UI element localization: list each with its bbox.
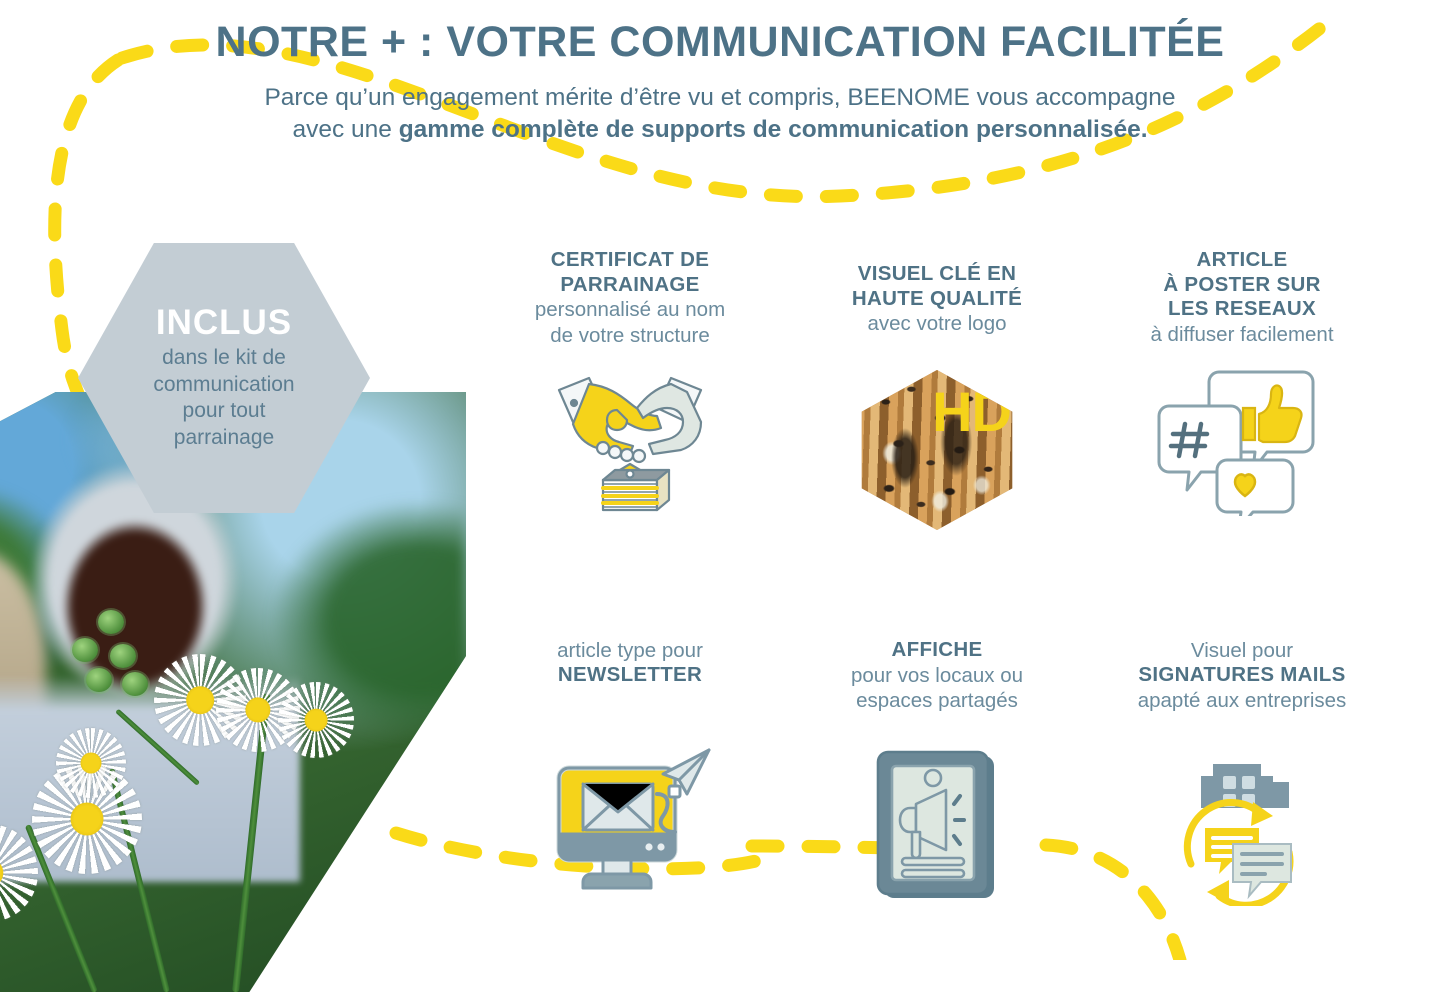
benefit-item-certificat-de-parrainage: CERTIFICAT DE PARRAINAGE personnalisé au… — [480, 248, 780, 516]
page-title: NOTRE + : VOTRE COMMUNICATION FACILITÉE — [215, 18, 1225, 66]
hashtag-glyph — [1168, 421, 1210, 459]
arrow-head-top — [1251, 802, 1273, 826]
inclus-line-4: parrainage — [173, 425, 275, 449]
hd-photo-hexagon: HD — [852, 370, 1022, 530]
benefit-title-line-2: À POSTER SUR — [1163, 272, 1321, 296]
benefit-item-article-a-poster-sur-les-reseaux: ARTICLE À POSTER SUR LES RESEAUX à diffu… — [1092, 248, 1392, 516]
chat-bubble-grey — [1232, 843, 1292, 900]
heart-glyph — [1233, 473, 1257, 498]
daisy-flower — [278, 682, 354, 758]
benefit-desc-top: article type pour — [557, 639, 703, 662]
hd-overlay-label: HD — [932, 380, 1012, 443]
inclus-badge-subtitle: dans le kit de communication pour tout p… — [153, 345, 294, 451]
inclus-badge-title: INCLUS — [155, 302, 293, 342]
page-subtitle: Parce qu’un engagement mérite d’être vu … — [0, 82, 1440, 147]
benefits-grid: CERTIFICAT DE PARRAINAGE personnalisé au… — [480, 240, 1420, 940]
benefit-desc-line-1: avec votre logo — [867, 312, 1007, 336]
benefit-title-line-1: CERTIFICAT DE — [550, 248, 710, 271]
handshake-beehive-icon — [545, 356, 715, 516]
benefit-desc-line-1: pour vos locaux ou — [850, 663, 1024, 687]
benefit-desc-line-1: personnalisé au nom — [534, 298, 726, 322]
subtitle-line-2-strong: gamme complète de supports de communicat… — [398, 116, 1148, 144]
subtitle-line-2: avec une gamme complète de supports de c… — [0, 114, 1440, 146]
benefit-label: ARTICLE À POSTER SUR LES RESEAUX à diffu… — [1092, 248, 1392, 356]
benefit-item-visuel-cle-haute-qualite: VISUEL CLÉ EN HAUTE QUALITÉ avec votre l… — [787, 262, 1087, 530]
building-chat-refresh-icon — [1157, 746, 1327, 906]
benefit-title-line-2: PARRAINAGE — [560, 272, 700, 296]
subtitle-line-2-prefix: avec une — [292, 116, 399, 144]
thumbs-up-glyph — [1241, 384, 1303, 444]
benefit-label: VISUEL CLÉ EN HAUTE QUALITÉ avec votre l… — [787, 262, 1087, 370]
benefit-title-line-1: ARTICLE — [1196, 248, 1288, 271]
daisy-flower — [56, 728, 126, 798]
monitor-email-send-icon — [545, 746, 715, 906]
social-speech-bubbles-icon — [1157, 356, 1327, 516]
benefit-desc-top: Visuel pour — [1190, 639, 1294, 662]
benefit-desc-line-2: espaces partagés — [856, 689, 1018, 712]
inclus-line-1: dans le kit de — [162, 346, 286, 370]
benefit-title-line-1: NEWSLETTER — [557, 663, 703, 687]
inclus-line-3: pour tout — [182, 399, 266, 423]
benefit-title-line-3: LES RESEAUX — [1168, 297, 1316, 321]
benefit-title-line-1: SIGNATURES MAILS — [1138, 663, 1346, 687]
benefit-desc-line-1: apapté aux entreprises — [1137, 689, 1347, 712]
benefit-item-affiche: AFFICHE pour vos locaux ou espaces parta… — [787, 638, 1087, 906]
benefit-title-line-1: AFFICHE — [891, 638, 983, 661]
benefit-label: CERTIFICAT DE PARRAINAGE personnalisé au… — [480, 248, 780, 356]
subtitle-line-1: Parce qu’un engagement mérite d’être vu … — [264, 84, 1176, 112]
beehive-frame-photo: HD — [861, 370, 1013, 530]
benefit-label: Visuel pour SIGNATURES MAILS apapté aux … — [1092, 638, 1392, 746]
poster-megaphone-icon — [852, 746, 1022, 906]
flower-buds — [64, 610, 174, 720]
benefit-title-line-2: HAUTE QUALITÉ — [851, 286, 1023, 310]
benefit-title-line-1: VISUEL CLÉ EN — [857, 262, 1017, 285]
arrow-head-bottom — [1207, 880, 1229, 904]
benefit-label: AFFICHE pour vos locaux ou espaces parta… — [787, 638, 1087, 746]
benefit-desc-line-1: à diffuser facilement — [1150, 322, 1334, 346]
header: NOTRE + : VOTRE COMMUNICATION FACILITÉE … — [0, 18, 1440, 147]
inclus-line-2: communication — [153, 372, 295, 396]
benefit-item-signatures-mails: Visuel pour SIGNATURES MAILS apapté aux … — [1092, 638, 1392, 906]
benefit-desc-line-2: de votre structure — [550, 323, 710, 347]
benefit-item-article-type-newsletter: article type pour NEWSLETTER — [480, 638, 780, 906]
daisy-flower — [0, 824, 38, 922]
benefit-label: article type pour NEWSLETTER — [480, 638, 780, 746]
